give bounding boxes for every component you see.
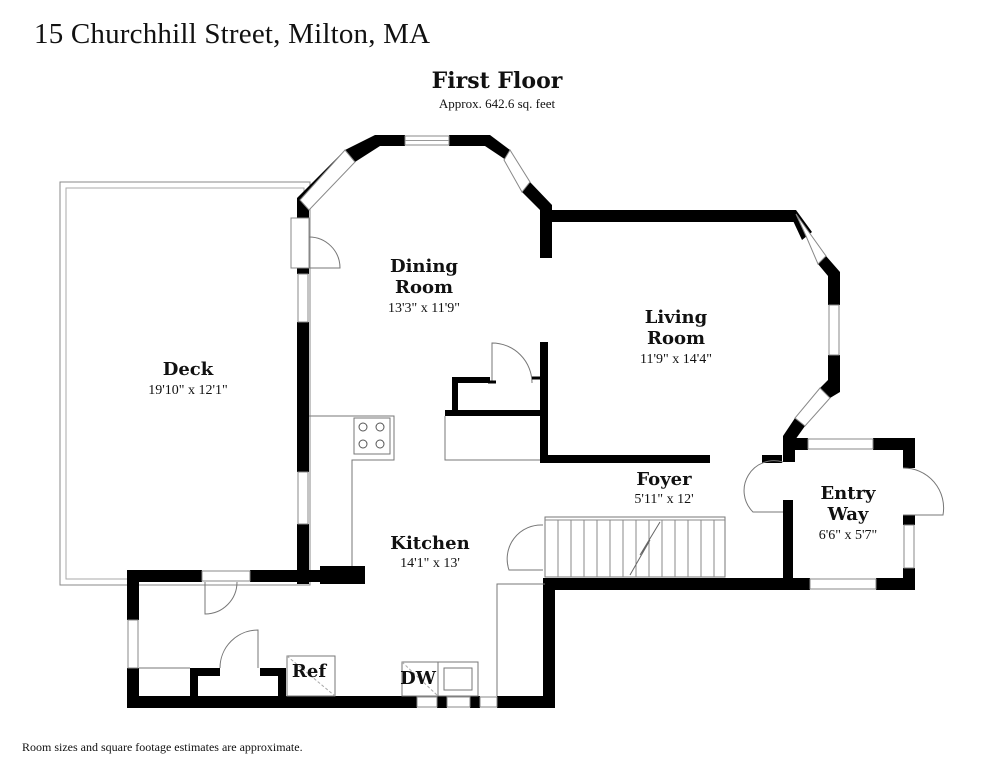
- dining-room-name-line2: Room: [395, 277, 453, 298]
- doors: [204, 217, 945, 669]
- floor-title: First Floor: [431, 68, 563, 94]
- kitchen-dims: 14'1" x 13': [400, 556, 460, 571]
- refrigerator-label: Ref: [292, 661, 327, 682]
- foyer-dims: 5'11" x 12': [634, 492, 693, 507]
- entry-way-dims: 6'6" x 5'7": [819, 528, 877, 543]
- living-room-name-line1: Living: [645, 307, 708, 328]
- entry-way-name-line2: Way: [827, 504, 869, 525]
- dining-room-dims: 13'3" x 11'9": [388, 301, 460, 316]
- floor-area: Approx. 642.6 sq. feet: [438, 96, 556, 111]
- walls: [127, 135, 915, 708]
- staircase: [544, 516, 726, 578]
- deck-name: Deck: [163, 359, 214, 380]
- windows: [127, 135, 915, 708]
- room-labels: Dining Room 13'3" x 11'9" Living Room 11…: [148, 256, 877, 689]
- property-address: 15 Churchhill Street, Milton, MA: [34, 18, 431, 50]
- foyer-name: Foyer: [636, 469, 692, 490]
- dining-room-name-line1: Dining: [390, 256, 458, 277]
- kitchen-name: Kitchen: [390, 533, 469, 554]
- living-room-dims: 11'9" x 14'4": [640, 352, 712, 367]
- disclaimer-text: Room sizes and square footage estimates …: [22, 740, 303, 754]
- living-room-name-line2: Room: [647, 328, 705, 349]
- stove-icon: [353, 417, 391, 455]
- entry-way-name-line1: Entry: [820, 483, 876, 504]
- counters: [139, 415, 545, 697]
- dishwasher-label: DW: [400, 668, 437, 689]
- deck-dims: 19'10" x 12'1": [148, 383, 227, 398]
